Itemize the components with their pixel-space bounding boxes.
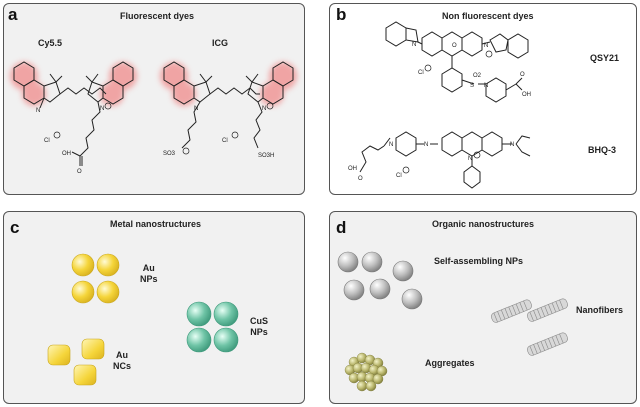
panel-letter-d: d	[336, 218, 347, 237]
label-self-assembling-nps: Self-assembling NPs	[434, 256, 524, 266]
cy55-plus-charge	[104, 102, 112, 110]
svg-text:N: N	[389, 142, 393, 148]
svg-text:N: N	[36, 108, 40, 114]
svg-text:OH: OH	[522, 92, 531, 98]
cus-np	[186, 301, 212, 327]
title-organic-nanostructures: Organic nanostructures	[432, 219, 535, 229]
panel-letter-a: a	[8, 5, 18, 24]
au-np	[71, 280, 95, 304]
svg-text:N: N	[468, 156, 472, 162]
cy55-structure	[10, 61, 137, 166]
svg-text:O: O	[77, 169, 82, 175]
label-nanofibers: Nanofibers	[576, 305, 624, 315]
au-nc	[81, 338, 105, 360]
qsy21-plus-charge	[485, 50, 493, 58]
svg-text:Cl: Cl	[222, 138, 228, 144]
aggregate-cluster	[344, 352, 388, 392]
cus-np	[186, 327, 212, 353]
svg-text:Cl: Cl	[396, 173, 402, 179]
nanofiber	[527, 298, 568, 322]
icg-atom-labels: N N SO3 SO3H Cl	[163, 106, 274, 159]
qsy21-structure	[385, 21, 529, 103]
label-aggregates: Aggregates	[425, 358, 475, 368]
label-icg: ICG	[212, 38, 229, 48]
qsy21-minus-charge	[424, 64, 432, 72]
svg-text:SO3H: SO3H	[258, 153, 274, 159]
svg-text:O: O	[358, 176, 363, 182]
label-bhq3: BHQ-3	[588, 145, 617, 155]
title-non-fluorescent-dyes: Non fluorescent dyes	[442, 11, 534, 21]
bhq3-minus-charge	[402, 166, 410, 174]
au-nanocubes	[47, 338, 105, 386]
au-nc	[73, 364, 97, 386]
panel-letter-b: b	[336, 5, 347, 24]
icg-so3-charge	[182, 147, 190, 155]
self-assembling-nps	[337, 251, 423, 310]
bhq3-structure	[359, 131, 531, 189]
cus-nanoparticles	[186, 301, 239, 353]
svg-text:N: N	[412, 42, 416, 48]
cy55-atom-labels: N N OH O Cl	[36, 106, 104, 175]
icg-structure	[160, 61, 297, 149]
panel-non-fluorescent-dyes	[329, 3, 637, 195]
label-qsy21: QSY21	[590, 53, 620, 63]
au-np	[71, 253, 95, 277]
svg-text:N: N	[484, 83, 488, 89]
svg-text:S: S	[470, 83, 474, 89]
au-nc	[47, 344, 71, 366]
cy55-minus-charge	[53, 131, 61, 139]
svg-text:N: N	[424, 142, 428, 148]
svg-text:O: O	[452, 43, 457, 49]
svg-text:N: N	[100, 106, 104, 112]
svg-text:Cl: Cl	[44, 138, 50, 144]
svg-text:N: N	[262, 106, 266, 112]
panel-metal-nanostructures	[3, 211, 305, 404]
svg-text:O2: O2	[473, 73, 482, 79]
icg-minus-charge	[231, 131, 239, 139]
svg-text:Cl: Cl	[418, 70, 424, 76]
svg-text:N: N	[484, 43, 488, 49]
qsy21-atom-labels: N O N S O2 N O OH Cl	[412, 42, 531, 98]
label-cy55: Cy5.5	[38, 38, 63, 48]
svg-text:N: N	[194, 106, 198, 112]
cus-np	[213, 327, 239, 353]
title-metal-nanostructures: Metal nanostructures	[110, 219, 202, 229]
au-nanoparticles	[71, 253, 120, 304]
panel-letter-c: c	[10, 218, 20, 237]
icg-plus-charge	[266, 102, 274, 110]
bhq3-plus-charge	[473, 151, 481, 159]
svg-text:N: N	[510, 142, 514, 148]
nanofiber	[491, 299, 532, 323]
svg-text:O: O	[520, 72, 525, 78]
au-np	[96, 253, 120, 277]
au-np	[96, 280, 120, 304]
bhq3-atom-labels: N N N N O OH Cl	[348, 142, 514, 182]
nanofiber	[527, 332, 568, 356]
svg-text:OH: OH	[62, 151, 71, 157]
cus-np	[213, 301, 239, 327]
svg-text:OH: OH	[348, 166, 357, 172]
title-fluorescent-dyes: Fluorescent dyes	[120, 11, 195, 21]
svg-text:SO3: SO3	[163, 151, 176, 157]
